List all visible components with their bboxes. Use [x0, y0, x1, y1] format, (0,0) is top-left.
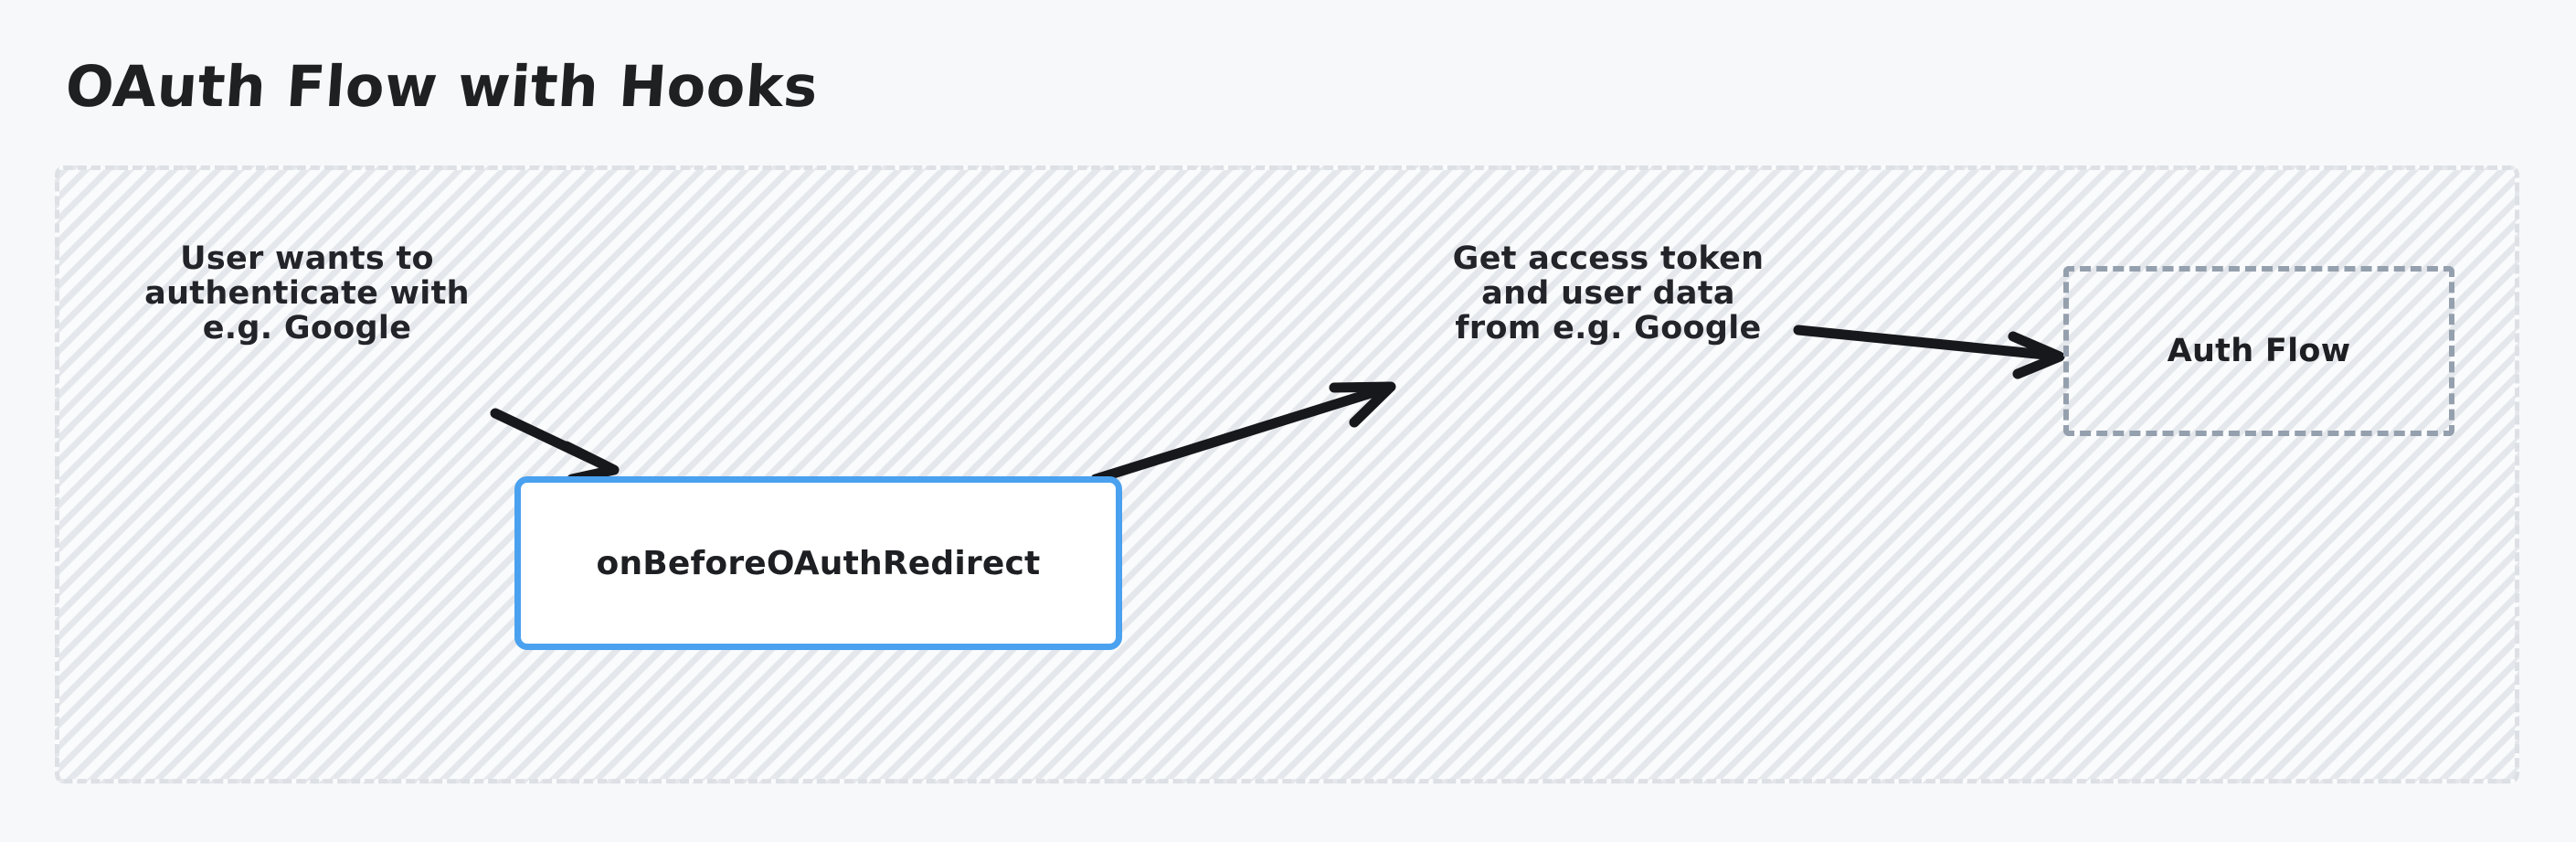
edge-label-get-access-token: Get access token and user data from e.g.…	[1452, 240, 1765, 346]
node-label-on-before-oauth-redirect: onBeforeOAuthRedirect	[596, 544, 1041, 582]
node-on-before-oauth-redirect[interactable]: onBeforeOAuthRedirect	[514, 476, 1122, 650]
edge-label-user-authenticate: User wants to authenticate with e.g. Goo…	[144, 240, 470, 346]
group-label-auth-flow: Auth Flow	[2167, 333, 2351, 369]
group-auth-flow[interactable]: Auth Flow	[2063, 266, 2454, 436]
page-title: OAuth Flow with Hooks	[63, 53, 821, 120]
